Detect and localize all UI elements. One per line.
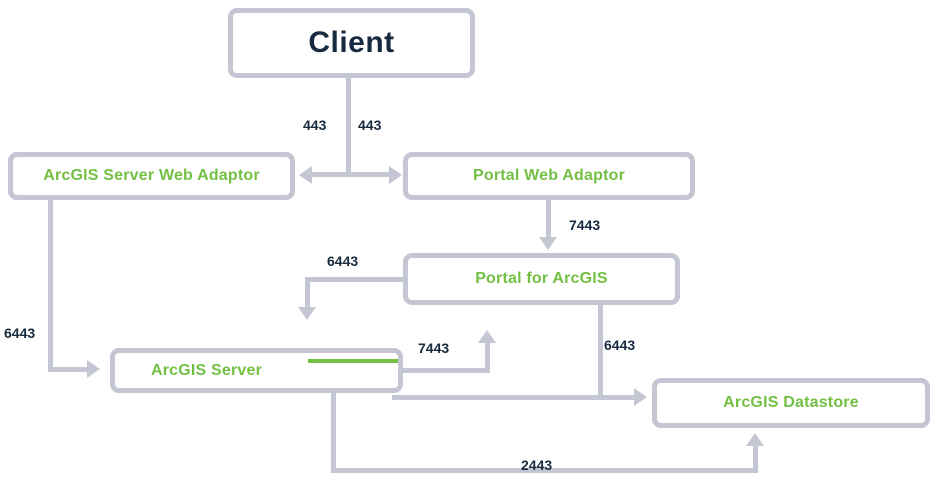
node-portal-web-adaptor: Portal Web Adaptor	[403, 152, 695, 200]
node-client: Client	[228, 8, 475, 78]
node-arcgis-server: ArcGIS Server	[110, 348, 403, 393]
edge-server-bottom-down	[331, 393, 336, 473]
edge-to-datastore-horizontal	[392, 395, 635, 400]
arrowhead-down-icon	[298, 307, 316, 320]
arcgis-server-green-rule	[308, 359, 398, 363]
arrowhead-up-icon	[746, 433, 764, 446]
node-arcgis-datastore: ArcGIS Datastore	[652, 378, 930, 428]
arrowhead-right-icon	[389, 166, 402, 184]
node-portal-for-arcgis: Portal for ArcGIS	[403, 253, 680, 305]
port-label-portal-wa-to-portal: 7443	[569, 217, 601, 233]
edge-server-to-portal-vertical	[485, 343, 490, 373]
node-arcgis-server-label: ArcGIS Server	[150, 361, 263, 379]
edge-portal-to-server-horizontal	[305, 277, 403, 282]
edge-portal-wa-down	[546, 200, 551, 238]
edge-portal-to-datastore-vertical	[598, 305, 603, 400]
edge-server-bottom-up	[753, 446, 758, 473]
node-arcgis-datastore-label: ArcGIS Datastore	[723, 394, 859, 411]
arrowhead-left-icon	[299, 166, 312, 184]
arrowhead-right-icon	[87, 360, 100, 378]
node-portal-web-adaptor-label: Portal Web Adaptor	[472, 167, 626, 184]
edge-portal-to-server-vertical	[305, 277, 310, 308]
arrowhead-down-icon	[539, 237, 557, 250]
edge-server-wa-down	[48, 200, 53, 372]
node-portal-for-arcgis-label: Portal for ArcGIS	[475, 270, 608, 287]
port-label-server-to-portal: 7443	[418, 340, 450, 356]
port-label-server-wa-to-server: 6443	[4, 325, 36, 341]
port-label-server-to-datastore-bottom: 2443	[521, 457, 553, 473]
edge-server-to-portal-horizontal	[400, 368, 490, 373]
node-client-label: Client	[308, 26, 395, 59]
edge-server-bottom-across	[331, 468, 758, 473]
node-arcgis-server-web-adaptor: ArcGIS Server Web Adaptor	[8, 152, 295, 200]
edge-client-split	[311, 172, 391, 177]
port-label-client-to-portal-wa: 443	[358, 117, 382, 133]
port-label-client-to-server-wa: 443	[303, 117, 327, 133]
node-arcgis-server-web-adaptor-label: ArcGIS Server Web Adaptor	[43, 167, 260, 184]
edge-client-stem	[346, 78, 351, 177]
arrowhead-up-icon	[478, 330, 496, 343]
arrowhead-right-icon	[634, 388, 647, 406]
edge-server-wa-into-server	[48, 367, 88, 372]
port-label-to-datastore-side: 6443	[604, 337, 636, 353]
port-label-portal-to-server: 6443	[327, 253, 359, 269]
